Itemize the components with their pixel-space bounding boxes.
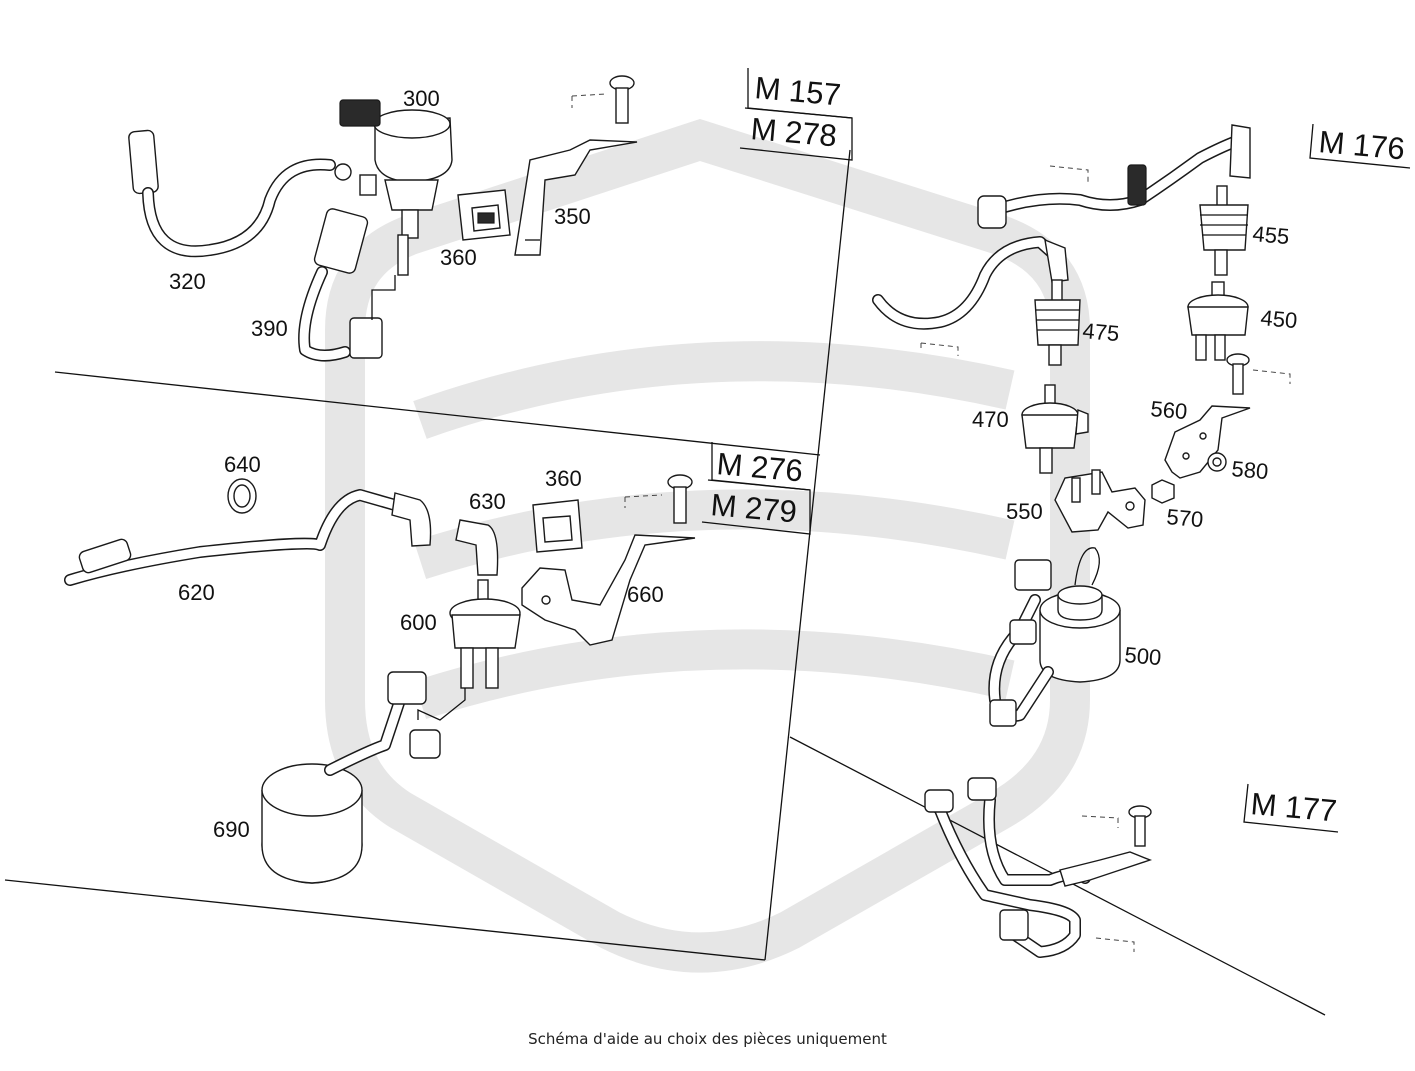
part-360-connector-top bbox=[457, 189, 511, 241]
part-label-640: 640 bbox=[224, 452, 261, 477]
part-label-475: 475 bbox=[1082, 318, 1121, 346]
part-label-455: 455 bbox=[1252, 221, 1291, 249]
part-label-560: 560 bbox=[1150, 396, 1189, 424]
engine-box-m177: M 177 bbox=[1243, 783, 1338, 833]
part-label-360-top: 360 bbox=[440, 245, 477, 270]
engine-label-m157: M 157 bbox=[753, 70, 842, 112]
part-640-grommet bbox=[227, 478, 257, 514]
part-label-690: 690 bbox=[213, 817, 250, 842]
part-labels: 300 320 350 360 390 640 620 630 360 600 … bbox=[169, 86, 1298, 842]
part-455-valve bbox=[1199, 185, 1249, 276]
part-label-360-mid: 360 bbox=[545, 466, 582, 491]
part-550-bracket bbox=[1054, 469, 1146, 533]
bolt-mid-left bbox=[624, 474, 693, 524]
part-600-valve bbox=[449, 579, 521, 689]
bolt-top-left bbox=[571, 75, 635, 124]
engine-box-m176: M 176 bbox=[1309, 123, 1411, 169]
part-630-elbow bbox=[455, 519, 499, 576]
part-300-canister-valve bbox=[339, 99, 453, 276]
part-620-hose bbox=[64, 489, 432, 586]
part-m177-hose-assembly bbox=[924, 777, 1153, 958]
part-560-bracket bbox=[1164, 405, 1251, 479]
bolt-bottom-right bbox=[1081, 805, 1152, 847]
part-label-620: 620 bbox=[178, 580, 215, 605]
engine-box-m157-m278: M 157 M 278 bbox=[739, 68, 853, 161]
part-570-nut bbox=[1151, 479, 1175, 504]
part-label-350: 350 bbox=[554, 204, 591, 229]
engine-label-m276: M 276 bbox=[715, 446, 804, 488]
part-475-valve bbox=[1034, 279, 1081, 366]
section-dividers bbox=[4, 149, 1326, 1016]
engine-box-m276-m279: M 276 M 279 bbox=[701, 442, 811, 535]
part-label-300: 300 bbox=[403, 86, 440, 111]
part-label-450: 450 bbox=[1260, 305, 1299, 333]
part-m176-hose-assembly bbox=[977, 124, 1251, 229]
part-label-390: 390 bbox=[251, 316, 288, 341]
part-660-bracket bbox=[521, 534, 696, 646]
engine-label-m279: M 279 bbox=[709, 487, 798, 529]
engine-label-m176: M 176 bbox=[1317, 124, 1406, 166]
part-470-valve bbox=[1021, 384, 1089, 474]
part-360-connector-mid bbox=[532, 499, 583, 553]
part-m176-lower-hose bbox=[872, 236, 1069, 356]
footer-note: Schéma d'aide au choix des pièces unique… bbox=[528, 1030, 887, 1048]
part-320-hose bbox=[128, 129, 352, 258]
part-label-550: 550 bbox=[1006, 499, 1043, 524]
part-690-filter bbox=[261, 671, 466, 884]
bolt-right bbox=[1226, 353, 1291, 395]
part-label-320: 320 bbox=[169, 269, 206, 294]
part-label-500: 500 bbox=[1124, 642, 1163, 670]
part-label-570: 570 bbox=[1166, 504, 1205, 532]
engine-label-m177: M 177 bbox=[1249, 786, 1338, 828]
part-390-line bbox=[298, 208, 396, 362]
part-450-valve bbox=[1187, 281, 1249, 361]
part-350-bracket bbox=[514, 139, 638, 256]
engine-label-m278: M 278 bbox=[749, 111, 838, 153]
part-label-580: 580 bbox=[1231, 456, 1270, 484]
part-label-600: 600 bbox=[400, 610, 437, 635]
part-500-filter bbox=[988, 547, 1121, 727]
part-label-660: 660 bbox=[627, 582, 664, 607]
part-label-630: 630 bbox=[469, 489, 506, 514]
part-label-470: 470 bbox=[972, 407, 1009, 432]
part-580-nut bbox=[1207, 452, 1227, 472]
